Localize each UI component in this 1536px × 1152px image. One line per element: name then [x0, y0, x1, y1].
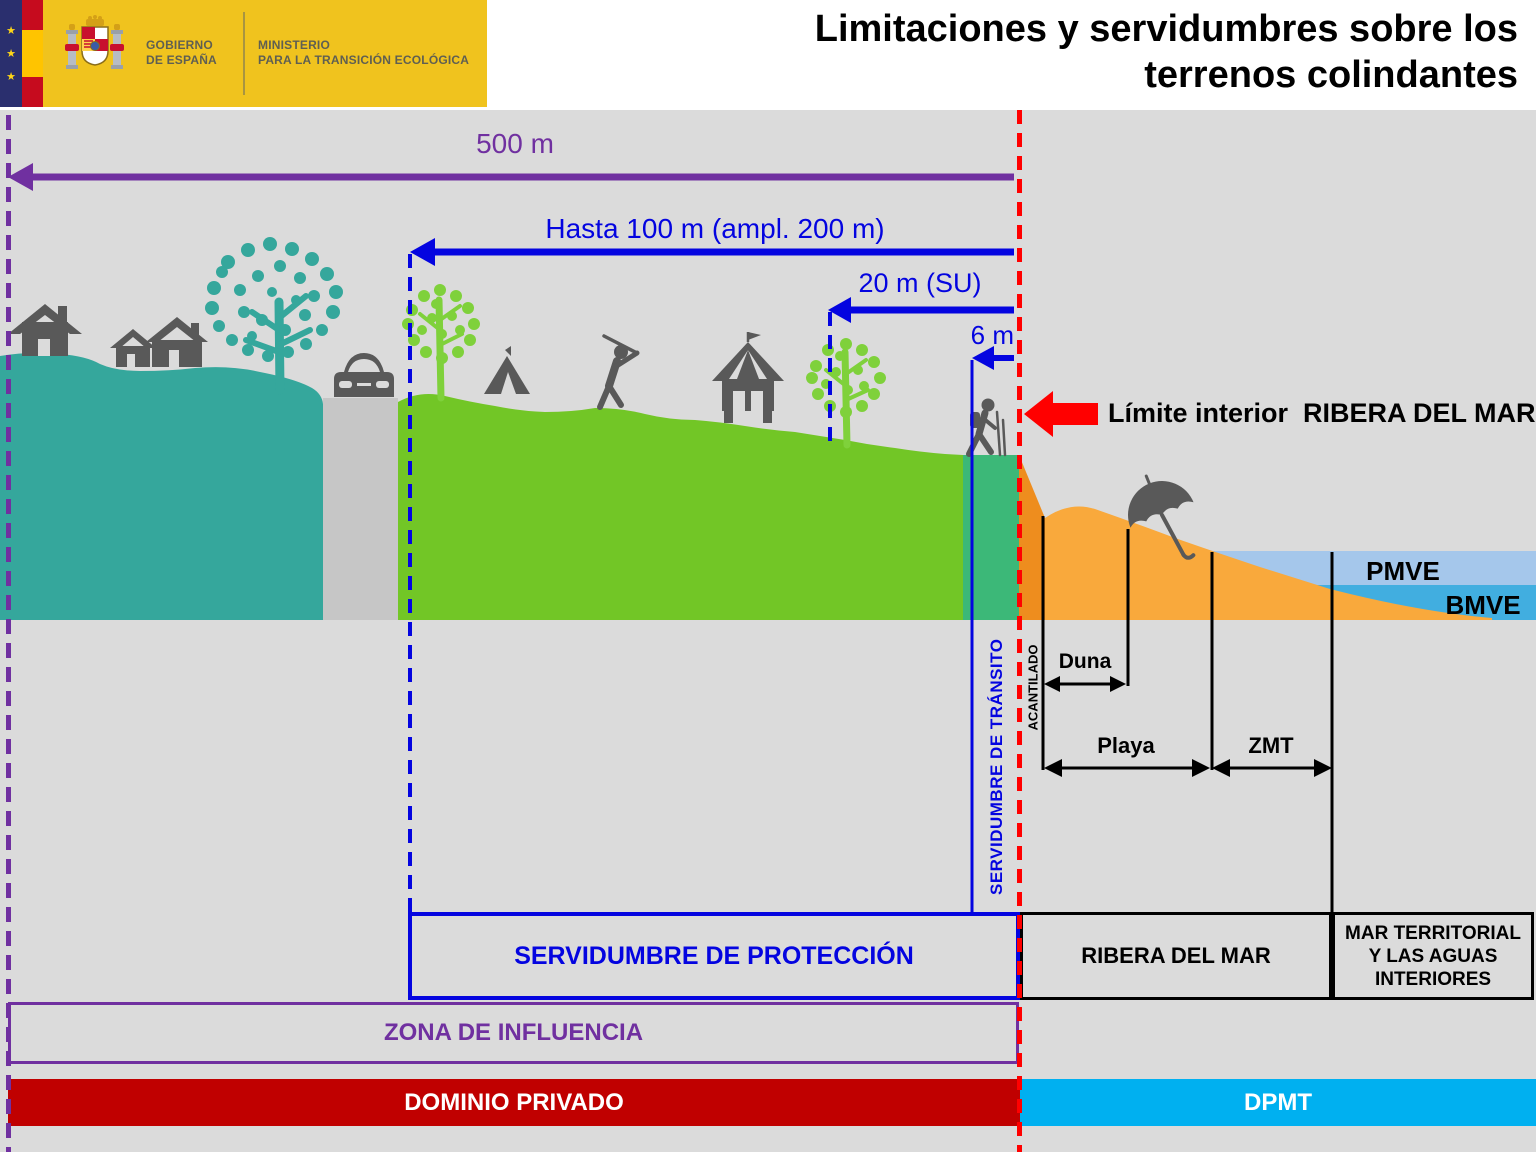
- teal-tree-icon: [205, 237, 343, 395]
- star-icon: ★: [6, 48, 16, 60]
- page-title: Limitaciones y servidumbres sobre los te…: [478, 6, 1518, 98]
- limite-interior-label: Límite interior RIBERA DEL MAR: [1108, 398, 1536, 428]
- flag-red-top: [22, 0, 43, 30]
- measure-100m-label: Hasta 100 m (ampl. 200 m): [545, 213, 885, 244]
- page-title-line2: terrenos colindantes: [1144, 54, 1518, 96]
- beach-sand: [1045, 506, 1492, 620]
- hiker-icon: [966, 398, 1007, 457]
- coat-of-arms-icon: [65, 15, 124, 69]
- page-title-line1: Limitaciones y servidumbres sobre los: [814, 8, 1518, 50]
- ministry-name-line2: PARA LA TRANSICIÓN ECOLÓGICA: [258, 53, 470, 67]
- mar-territorial-box: MAR TERRITORIAL Y LAS AGUAS INTERIORES: [1332, 912, 1534, 1000]
- survey-arrowheads: [1044, 676, 1332, 777]
- flag-red-bottom: [22, 77, 43, 107]
- playa-label: Playa: [1097, 733, 1155, 758]
- star-icon: ★: [6, 25, 16, 37]
- zona-influencia-box: ZONA DE INFLUENCIA: [8, 1002, 1019, 1064]
- mar-territorial-line2: Y LAS AGUAS: [1368, 945, 1498, 967]
- eu-flag-strip: ★ ★ ★: [0, 0, 22, 107]
- pmve-label: PMVE: [1366, 556, 1440, 586]
- duna-label: Duna: [1058, 650, 1112, 673]
- limite-interior-arrow: [1024, 391, 1098, 437]
- arrow-100m: [410, 238, 1014, 266]
- arrow-6m: [972, 346, 1014, 370]
- houses-icon: [110, 317, 208, 367]
- green-tree-icon: [402, 284, 480, 402]
- car-icon: [334, 353, 394, 397]
- ministry-name-line1: MINISTERIO: [258, 38, 331, 52]
- ribera-limit-dashed-line: [1017, 110, 1022, 1152]
- tent-icon: [484, 346, 530, 394]
- measure-500m-label: 500 m: [476, 128, 554, 159]
- dominio-privado-label: DOMINIO PRIVADO: [404, 1088, 624, 1116]
- golfer-icon: [597, 334, 640, 410]
- ministry-name: MINISTERIO PARA LA TRANSICIÓN ECOLÓGICA: [258, 38, 469, 68]
- diagram-background: [0, 110, 1536, 1152]
- survey-lines: [1041, 516, 1334, 912]
- mar-territorial-line3: INTERIORES: [1374, 968, 1492, 990]
- acantilado-label: ACANTILADO: [1025, 644, 1041, 731]
- terrain-teal: [0, 352, 323, 620]
- measure-6m-label: 6 m: [970, 320, 1014, 350]
- proteccion-label: SERVIDUMBRE DE PROTECCIÓN: [514, 941, 914, 970]
- ribera-label: RIBERA DEL MAR: [1081, 943, 1271, 968]
- proteccion-box: SERVIDUMBRE DE PROTECCIÓN: [408, 912, 1020, 1000]
- arrow-500m: [8, 163, 1014, 191]
- mar-territorial-line1: MAR TERRITORIAL: [1345, 922, 1521, 944]
- terrain-green: [398, 394, 963, 620]
- measure-20m-label: 20 m (SU): [858, 268, 982, 298]
- arrow-20m: [828, 297, 1014, 323]
- influence-limit-dashed-line: [6, 115, 11, 1152]
- road: [323, 398, 398, 620]
- star-icon: ★: [6, 71, 16, 83]
- zmt-label: ZMT: [1248, 733, 1294, 758]
- government-name: GOBIERNO DE ESPAÑA: [146, 38, 217, 68]
- dpmt-label: DPMT: [1244, 1088, 1312, 1116]
- zona-influencia-label: ZONA DE INFLUENCIA: [383, 1019, 644, 1046]
- government-logo: ★ ★ ★: [0, 0, 487, 107]
- bmve-label: BMVE: [1445, 590, 1521, 620]
- spain-flag-strip: [22, 0, 43, 107]
- house-icon: [8, 304, 82, 356]
- servidumbre-transito-label: SERVIDUMBRE DE TRÁNSITO: [987, 638, 1006, 895]
- dpmt-band: DPMT: [1020, 1079, 1536, 1126]
- ribera-box: RIBERA DEL MAR: [1020, 912, 1332, 1000]
- flag-yellow-mid: [22, 30, 43, 77]
- government-name-line1: GOBIERNO: [146, 38, 213, 52]
- cliff-sand: [1019, 455, 1045, 620]
- government-name-line2: DE ESPAÑA: [146, 53, 217, 67]
- logo-divider: [243, 12, 245, 95]
- umbrella-icon: [1128, 474, 1196, 560]
- pavilion-icon: [712, 332, 784, 423]
- dominio-privado-band: DOMINIO PRIVADO: [8, 1079, 1020, 1126]
